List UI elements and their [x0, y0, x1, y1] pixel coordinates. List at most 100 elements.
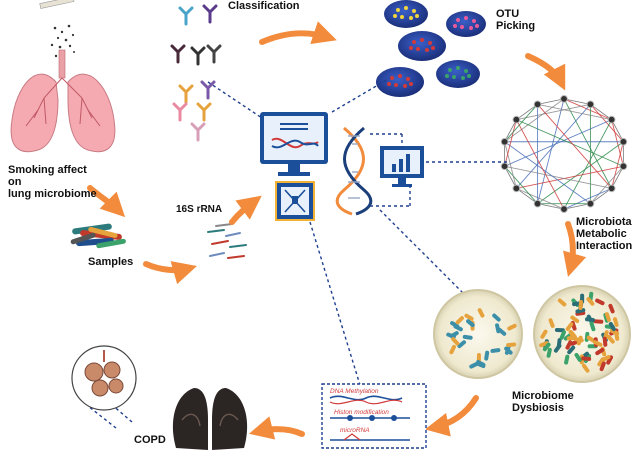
network-node	[619, 162, 628, 171]
antibody-icon	[178, 84, 194, 104]
network-edge	[611, 119, 624, 142]
bacterium	[606, 335, 615, 344]
bacterium	[565, 340, 573, 350]
bacterium	[539, 341, 549, 348]
analytics-monitor-icon	[380, 146, 424, 187]
bacterium	[477, 308, 485, 318]
network-edge	[504, 104, 538, 143]
bacterium	[573, 337, 584, 343]
network-edge	[537, 98, 565, 204]
bacteria-dysbiosis	[539, 291, 620, 373]
bacterium	[599, 361, 606, 372]
antibody-icon	[196, 102, 212, 122]
network-edge	[563, 187, 612, 210]
antibody-icon	[178, 6, 194, 26]
epi-dna-methylation: DNA Methylation	[330, 388, 379, 395]
network-edge	[504, 165, 612, 189]
otu-disc	[384, 0, 428, 28]
network-edge	[516, 165, 624, 189]
bacterium	[570, 315, 580, 324]
bacterium	[559, 330, 567, 340]
network-edge	[504, 119, 517, 142]
bacterium	[609, 328, 620, 336]
bacterium	[469, 361, 479, 369]
arrow-to-computer	[229, 195, 262, 225]
network-edge	[611, 119, 624, 167]
bacterium	[457, 340, 467, 349]
label-dysbiosis-1: Microbiome	[512, 390, 574, 402]
bacterium	[564, 354, 570, 365]
antibody-icon	[202, 4, 218, 24]
network-edge	[590, 188, 612, 204]
network-edge	[563, 98, 591, 105]
bacterium	[602, 336, 608, 347]
network-node	[560, 205, 568, 214]
arrow-to-otu	[259, 21, 337, 45]
bacterium	[581, 356, 592, 361]
otu-discs	[376, 0, 486, 97]
bacterium	[507, 323, 517, 331]
network-edge	[516, 119, 624, 167]
arrow-to-rrna	[143, 261, 197, 285]
bacterium	[581, 363, 590, 373]
network-node	[586, 199, 595, 208]
label-smoking-2: on	[8, 176, 22, 188]
network-edge	[590, 165, 624, 204]
bacterium	[608, 303, 615, 314]
network-node	[586, 100, 595, 109]
label-copd: COPD	[134, 434, 166, 446]
bacterium	[586, 335, 596, 343]
network-edge	[611, 141, 624, 189]
rrna-fragments	[207, 223, 247, 259]
bacterium	[595, 347, 605, 356]
otu-disc	[436, 60, 480, 88]
copd-lungs-illustration	[172, 388, 248, 450]
bacterium	[574, 352, 582, 362]
label-smoking-1: Smoking affect	[8, 164, 87, 176]
network-edge	[563, 98, 613, 189]
bacterium	[449, 344, 457, 355]
bacterium	[449, 331, 459, 339]
antibody-icon	[190, 46, 206, 66]
network-edge	[516, 187, 565, 210]
bacterium	[586, 314, 594, 324]
bacterium	[589, 321, 596, 332]
bacterium	[546, 347, 552, 358]
network-node	[607, 184, 616, 193]
epigenetics-panel: DNA Methylation Histon modification micr…	[321, 383, 427, 449]
cigarette-icon	[39, 0, 75, 9]
alveoli-inset	[71, 345, 137, 411]
network-node	[512, 184, 521, 193]
bacterium	[608, 321, 616, 332]
network-edge	[537, 103, 612, 121]
arrow-to-network	[525, 53, 566, 91]
bacterium	[567, 345, 576, 355]
network-edge	[504, 141, 517, 189]
bacterium	[492, 313, 501, 322]
network-edge	[504, 165, 538, 204]
bacteria-healthy	[446, 308, 517, 369]
bacterium	[464, 313, 474, 321]
network-edge	[516, 104, 591, 189]
label-smoking-3: lung microbiome	[8, 188, 97, 200]
network-edge	[563, 203, 591, 210]
petri-dish-healthy	[433, 289, 523, 379]
bacterium	[484, 350, 490, 361]
bacterium	[490, 348, 501, 353]
bacterium	[462, 334, 473, 340]
antibody-icon	[170, 44, 186, 64]
computer-icon	[260, 112, 328, 176]
otu-disc	[398, 31, 446, 61]
bacterium	[451, 337, 460, 346]
network-node	[560, 95, 568, 103]
network-node	[533, 199, 542, 208]
network-node	[533, 100, 542, 109]
network-edge	[563, 98, 612, 121]
bacterium	[604, 312, 611, 322]
antibody-icon	[172, 102, 188, 122]
epi-histone: Histon modification	[334, 409, 389, 416]
label-interaction-2: Metabolic	[576, 228, 627, 240]
antibody-icon	[206, 44, 222, 64]
